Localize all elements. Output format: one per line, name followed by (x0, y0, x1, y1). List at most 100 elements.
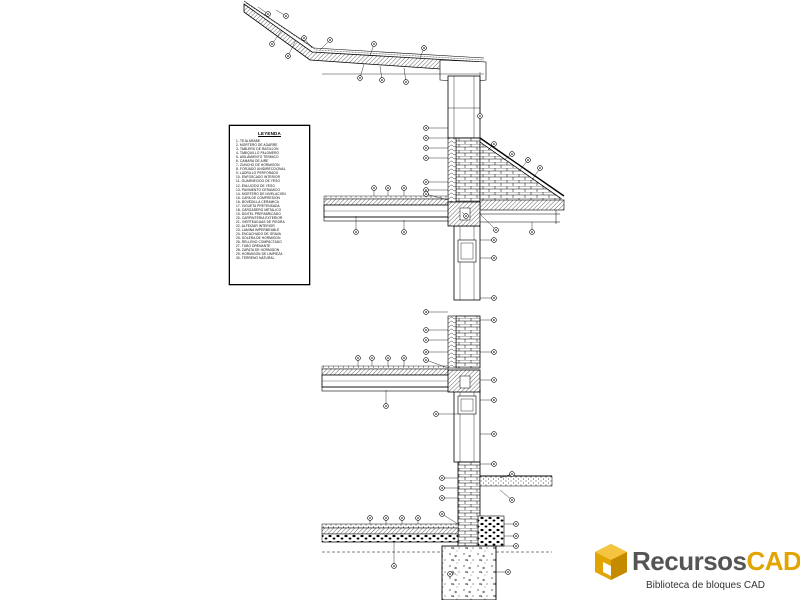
window-frame-1 (457, 239, 477, 263)
callout-dot (401, 517, 403, 519)
leader-line (441, 513, 459, 525)
callout-dot (493, 257, 495, 259)
callout-dot (355, 231, 357, 233)
callout-dot (425, 329, 427, 331)
callout-dot (423, 47, 425, 49)
legend-item: 19- DINTEL PREFABRICADO (236, 211, 281, 216)
legend-item: 9- LADRILLO PERFORADO (236, 171, 279, 176)
brick-wall-1 (455, 137, 481, 203)
legend-item: 28- ZAPATA DE HORMIGON (236, 248, 280, 253)
callout-dot (425, 181, 427, 183)
callout-dot (357, 357, 359, 359)
legend-item: 12- ENLUCIDO DE YESO (236, 183, 275, 188)
callout-dot (403, 231, 405, 233)
legend-item: 4- TABIQUILLO PALOMERO (236, 151, 280, 156)
legend-item: 10- ENFOSCADO INTERIOR (236, 175, 280, 180)
callout-leaders (257, 6, 541, 575)
callout-dot (359, 77, 361, 79)
callout-dot (435, 413, 437, 415)
recursoscad-logo: RecursosCAD Biblioteca de bloques CAD (590, 540, 800, 600)
callout-dot (479, 115, 481, 117)
callout-dot (387, 187, 389, 189)
leader-line (479, 213, 497, 231)
callout-dot (425, 339, 427, 341)
callout-dot (385, 517, 387, 519)
legend-item: 16- BOVEDILLA CERAMICA (236, 199, 279, 204)
callout-dot (441, 513, 443, 515)
callout-dot (403, 357, 405, 359)
logo-tagline: Biblioteca de bloques CAD (646, 580, 765, 591)
leader-line (425, 359, 449, 369)
logo-brand-part1: Recursos (632, 546, 747, 576)
callout-dot (493, 239, 495, 241)
legend-item: 2- MORTERO DE AGARRE (236, 143, 278, 148)
callout-dot (441, 497, 443, 499)
legend-item: 21- VIERTEAGUAS DE PIEDRA (236, 219, 285, 224)
callout-dot (371, 357, 373, 359)
callout-dot (493, 351, 495, 353)
callout-dot (515, 535, 517, 537)
callout-dot (373, 187, 375, 189)
callout-dot (425, 137, 427, 139)
callout-dot (329, 39, 331, 41)
callout-dot (515, 523, 517, 525)
callout-dot (495, 229, 497, 231)
legend-item: 14- MORTERO DE NIVELACION (236, 191, 286, 196)
callout-dot (405, 81, 407, 83)
callout-dot (493, 297, 495, 299)
exterior-wall (447, 75, 481, 547)
legend-item: 30- TERRENO NATURAL (236, 256, 275, 261)
callout-dot (403, 187, 405, 189)
callout-dot (441, 487, 443, 489)
legend-item: 8- FORJADO UNIDIRECCIONAL (236, 167, 286, 172)
callout-dot (465, 215, 467, 217)
callout-dot (449, 573, 451, 575)
callout-dot (425, 127, 427, 129)
middle-floor-slab (321, 365, 481, 393)
callout-dot (493, 379, 495, 381)
legend-item: 25- SOLERA DE HORMIGON (236, 236, 281, 241)
leader-line (271, 29, 283, 45)
legend-item: 26- RELLENO COMPACTADO (236, 240, 282, 245)
callout-dot (511, 499, 513, 501)
callout-dot (511, 153, 513, 155)
side-roof-fill (479, 141, 561, 209)
roof-section (243, 0, 487, 83)
window-frame-2 (457, 395, 477, 415)
callout-dot (393, 565, 395, 567)
callout-dot (507, 571, 509, 573)
legend-item: 18- CARGADERO METALICO (236, 207, 282, 212)
callout-dot (425, 157, 427, 159)
insulation-layer-1 (447, 137, 457, 203)
callout-dot (493, 319, 495, 321)
callout-dot (373, 43, 375, 45)
legend-item: 5- AISLAMIENTO TERMICO (236, 155, 279, 160)
wall-upper-block (447, 75, 481, 139)
legend-item: 15- CAPA DE COMPRESION (236, 195, 280, 200)
callout-markers (265, 11, 543, 577)
brick-wall-ground (457, 461, 481, 547)
legend-item: 7- ZUNCHO DE HORMIGON (236, 163, 280, 168)
legend-item: 1- TEJA ARABE (236, 139, 261, 143)
callout-dot (287, 55, 289, 57)
drain-gravel (477, 515, 505, 547)
legend-item: 27- TUBO DRENANTE (236, 244, 271, 249)
callout-dot (267, 13, 269, 15)
side-roof (479, 137, 565, 211)
legend-item: 23- LAMINA IMPERMEABLE (236, 228, 280, 233)
callout-dot (527, 159, 529, 161)
callout-dot (539, 167, 541, 169)
brick-wall-2 (455, 315, 481, 369)
logo-brand-text: RecursosCAD (632, 546, 800, 577)
exterior-terrain (479, 475, 553, 487)
callout-dot (285, 15, 287, 17)
legend-item: 29- HORMIGON DE LIMPIEZA (236, 252, 283, 257)
legend-item: 22- ALFEIZAR INTERIOR (236, 223, 275, 228)
callout-dot (515, 545, 517, 547)
callout-dot (511, 473, 513, 475)
legend-item: 6- CAMARA DE AIRE (236, 159, 269, 164)
callout-dot (425, 351, 427, 353)
callout-dot (531, 231, 533, 233)
